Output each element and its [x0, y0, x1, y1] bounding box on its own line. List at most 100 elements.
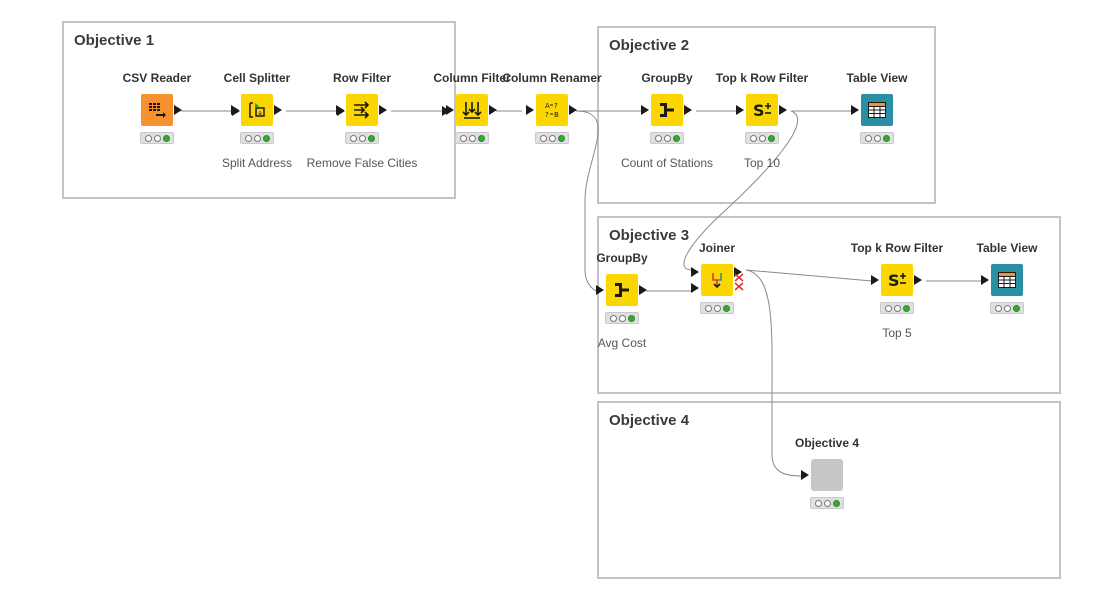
node-label[interactable]: Top 5 [882, 326, 912, 340]
input-port[interactable] [691, 283, 699, 293]
node-column-renamer[interactable]: Column Renamer A??B [492, 70, 612, 156]
node-name: Table View [976, 241, 1038, 255]
component-icon[interactable] [811, 459, 843, 491]
status-traffic-light [240, 132, 274, 144]
connection [575, 110, 599, 292]
node-name: Top k Row Filter [850, 241, 944, 255]
input-port[interactable] [231, 105, 239, 115]
node-objective-4-component[interactable]: Objective 4 [767, 435, 887, 521]
node-csv-reader[interactable]: CSV Reader [97, 70, 217, 156]
annotation-title: Objective 3 [609, 227, 690, 244]
cell-splitter-icon[interactable]: a [241, 94, 273, 126]
status-traffic-light [745, 132, 779, 144]
node-name: Joiner [698, 241, 735, 255]
output-port[interactable] [489, 105, 497, 115]
input-port[interactable] [526, 105, 534, 115]
row-filter-icon[interactable] [346, 94, 378, 126]
input-port[interactable] [691, 267, 699, 277]
svg-text:?: ? [545, 111, 549, 119]
output-port[interactable] [569, 105, 577, 115]
node-name: Column Renamer [502, 71, 602, 85]
input-port[interactable] [871, 275, 879, 285]
node-name: GroupBy [596, 251, 648, 265]
svg-text:?: ? [554, 102, 558, 110]
output-port[interactable] [639, 285, 647, 295]
node-label[interactable]: Count of Stations [620, 156, 714, 170]
node-name: GroupBy [641, 71, 693, 85]
column-renamer-icon[interactable]: A??B [536, 94, 568, 126]
node-label[interactable]: Split Address [221, 156, 293, 170]
groupby-icon[interactable] [651, 94, 683, 126]
node-table-view[interactable]: Table View [817, 70, 937, 156]
node-name: Top k Row Filter [715, 71, 809, 85]
input-port[interactable] [641, 105, 649, 115]
input-port[interactable] [336, 105, 344, 115]
table-view-icon[interactable] [861, 94, 893, 126]
input-port[interactable] [851, 105, 859, 115]
connection [683, 110, 798, 271]
node-name: Table View [846, 71, 908, 85]
table-view-icon[interactable] [991, 264, 1023, 296]
node-name: Row Filter [332, 71, 391, 85]
status-traffic-light [605, 312, 639, 324]
output-port[interactable] [274, 105, 282, 115]
output-port[interactable] [684, 105, 692, 115]
svg-text:B: B [554, 111, 559, 119]
status-traffic-light [140, 132, 174, 144]
node-table-view[interactable]: Table View [947, 240, 1067, 326]
node-name: CSV Reader [122, 71, 192, 85]
output-port[interactable] [174, 105, 182, 115]
annotation-objective-3[interactable]: Objective 3 [597, 216, 1061, 394]
status-traffic-light [860, 132, 894, 144]
annotation-title: Objective 4 [609, 412, 690, 429]
annotation-objective-1[interactable]: Objective 1 [62, 21, 456, 199]
top-k-icon[interactable]: S [746, 94, 778, 126]
annotation-title: Objective 1 [74, 32, 155, 49]
node-label[interactable]: Remove False Cities [306, 156, 418, 170]
error-x-icon [734, 273, 744, 291]
status-traffic-light [455, 132, 489, 144]
input-port[interactable] [801, 470, 809, 480]
joiner-icon[interactable] [701, 264, 733, 296]
output-port[interactable] [914, 275, 922, 285]
node-name: Objective 4 [794, 436, 860, 450]
node-row-filter[interactable]: Row Filter Remove False Cities [302, 70, 422, 170]
svg-text:S: S [753, 101, 765, 120]
output-port[interactable] [379, 105, 387, 115]
node-joiner[interactable]: Joiner [657, 240, 777, 326]
connection [745, 269, 873, 282]
connection [745, 269, 803, 477]
annotation-objective-4[interactable]: Objective 4 [597, 401, 1061, 579]
annotation-title: Objective 2 [609, 37, 690, 54]
node-name: Cell Splitter [223, 71, 291, 85]
svg-text:S: S [888, 271, 900, 290]
groupby-icon[interactable] [606, 274, 638, 306]
svg-text:A: A [545, 102, 550, 110]
annotation-objective-2[interactable]: Objective 2 [597, 26, 936, 204]
node-groupby[interactable]: GroupBy Count of Stations [607, 70, 727, 170]
node-top-k-row-filter[interactable]: Top k Row Filter S Top 5 [837, 240, 957, 340]
node-label[interactable]: Top 10 [743, 156, 781, 170]
output-port[interactable] [779, 105, 787, 115]
status-traffic-light [700, 302, 734, 314]
input-port[interactable] [981, 275, 989, 285]
node-cell-splitter[interactable]: Cell Splitter a Split Address [197, 70, 317, 170]
column-filter-icon[interactable] [456, 94, 488, 126]
status-traffic-light [810, 497, 844, 509]
status-traffic-light [990, 302, 1024, 314]
node-label[interactable]: Avg Cost [597, 336, 647, 350]
top-k-icon[interactable]: S [881, 264, 913, 296]
svg-text:a: a [258, 110, 262, 117]
status-traffic-light [535, 132, 569, 144]
status-traffic-light [880, 302, 914, 314]
node-groupby[interactable]: GroupBy Avg Cost [562, 250, 682, 350]
input-port[interactable] [736, 105, 744, 115]
node-top-k-row-filter[interactable]: Top k Row Filter S Top 10 [702, 70, 822, 170]
input-port[interactable] [446, 105, 454, 115]
input-port[interactable] [596, 285, 604, 295]
node-column-filter[interactable]: Column Filter [412, 70, 532, 156]
status-traffic-light [345, 132, 379, 144]
csv-reader-icon[interactable] [141, 94, 173, 126]
output-port[interactable] [734, 267, 742, 277]
